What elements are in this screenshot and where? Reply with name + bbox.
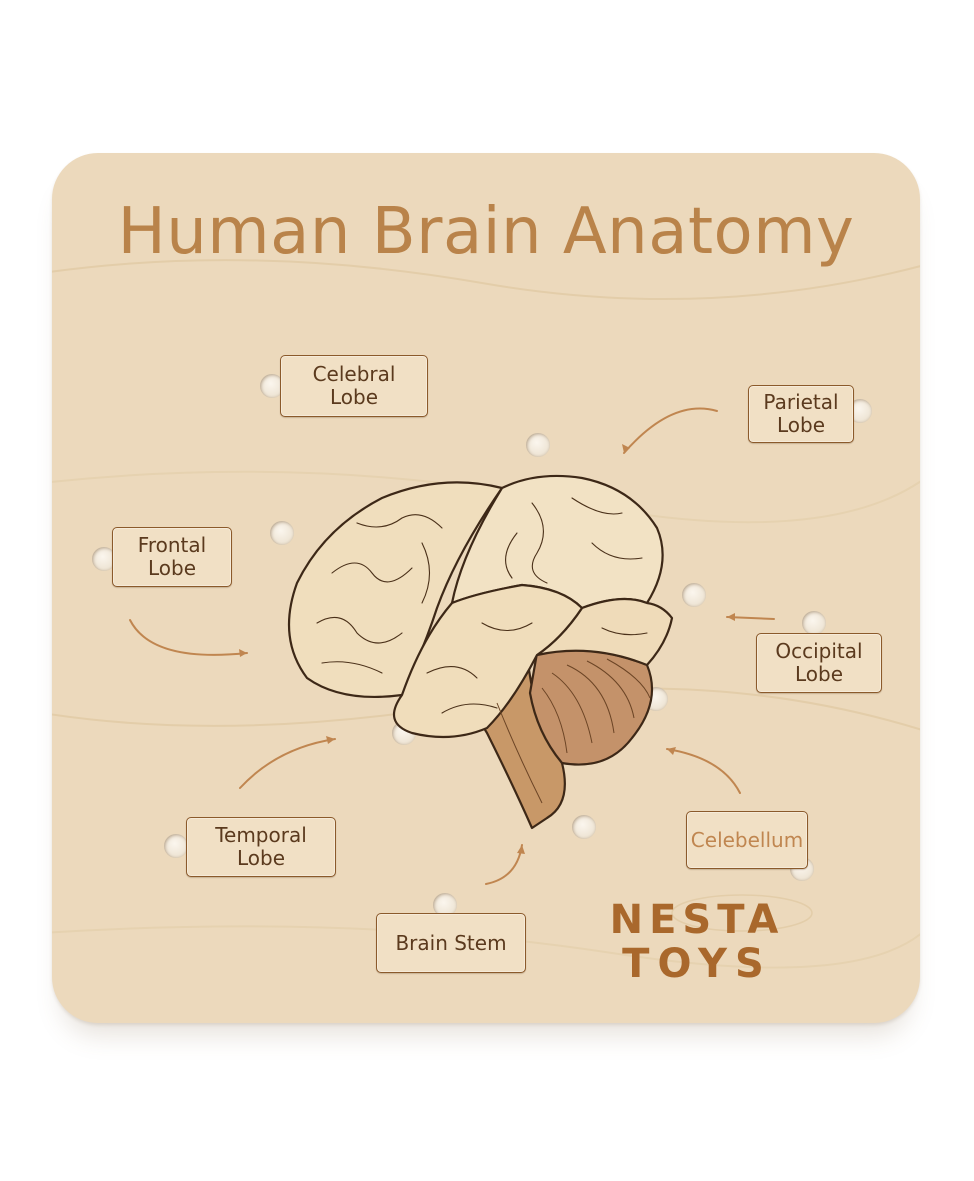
arrow-parietal — [623, 407, 718, 454]
board-title: Human Brain Anatomy — [117, 195, 855, 269]
temporal-piece — [392, 583, 584, 739]
wooden-puzzle-board: Human Brain Anatomy — [52, 153, 920, 1023]
brand-line-1: NESTA — [610, 897, 785, 943]
arrow-frontal — [129, 619, 248, 656]
peg-hole-brain-top — [526, 433, 550, 457]
engraved-arrows — [129, 407, 775, 885]
peg-hole-brain-stem — [572, 815, 596, 839]
brain-puzzle — [287, 474, 674, 830]
peg-hole-brain-back — [682, 583, 706, 607]
arrow-cerebellum — [666, 748, 741, 794]
peg-hole-temporal — [164, 834, 188, 858]
label-parietal-lobe[interactable]: Parietal Lobe — [748, 385, 854, 443]
label-occipital-lobe[interactable]: Occipital Lobe — [756, 633, 882, 693]
label-cerebellum[interactable]: Celebellum — [686, 811, 808, 869]
label-brain-stem[interactable]: Brain Stem — [376, 913, 526, 973]
frontal-piece — [287, 481, 504, 699]
label-cerebral-lobe[interactable]: Celebral Lobe — [280, 355, 428, 417]
label-frontal-lobe[interactable]: Frontal Lobe — [112, 527, 232, 587]
occipital-piece — [535, 597, 674, 667]
brand-line-2: TOYS — [622, 941, 772, 983]
peg-hole-occipital — [802, 611, 826, 635]
label-temporal-lobe[interactable]: Temporal Lobe — [186, 817, 336, 877]
peg-hole-brain-front — [270, 521, 294, 545]
arrow-temporal — [239, 738, 336, 789]
nesta-toys-logo: NESTA TOYS — [610, 897, 785, 983]
